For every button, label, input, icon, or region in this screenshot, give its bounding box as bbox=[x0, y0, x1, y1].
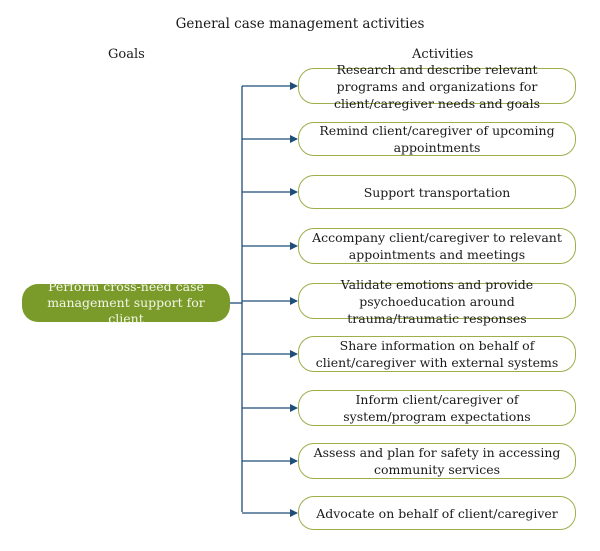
activity-node-validate: Validate emotions and provide psychoeduc… bbox=[298, 277, 576, 326]
activity-node-inform: Inform client/caregiver of system/progra… bbox=[298, 390, 576, 426]
activity-node-remind: Remind client/caregiver of upcoming appo… bbox=[298, 122, 576, 156]
activity-node-advocate: Advocate on behalf of client/caregiver bbox=[298, 496, 576, 530]
activity-node-transport: Support transportation bbox=[298, 175, 576, 209]
activity-node-research: Research and describe relevant programs … bbox=[298, 62, 576, 111]
activity-node-share: Share information on behalf of client/ca… bbox=[298, 336, 576, 372]
goals-column-header: Goals bbox=[108, 47, 145, 62]
activities-column-header: Activities bbox=[412, 47, 474, 62]
goal-node: Perform cross-need case management suppo… bbox=[22, 279, 230, 326]
diagram-title: General case management activities bbox=[175, 16, 425, 32]
activity-node-assess: Assess and plan for safety in accessing … bbox=[298, 443, 576, 479]
activity-node-accompany: Accompany client/caregiver to relevant a… bbox=[298, 228, 576, 264]
